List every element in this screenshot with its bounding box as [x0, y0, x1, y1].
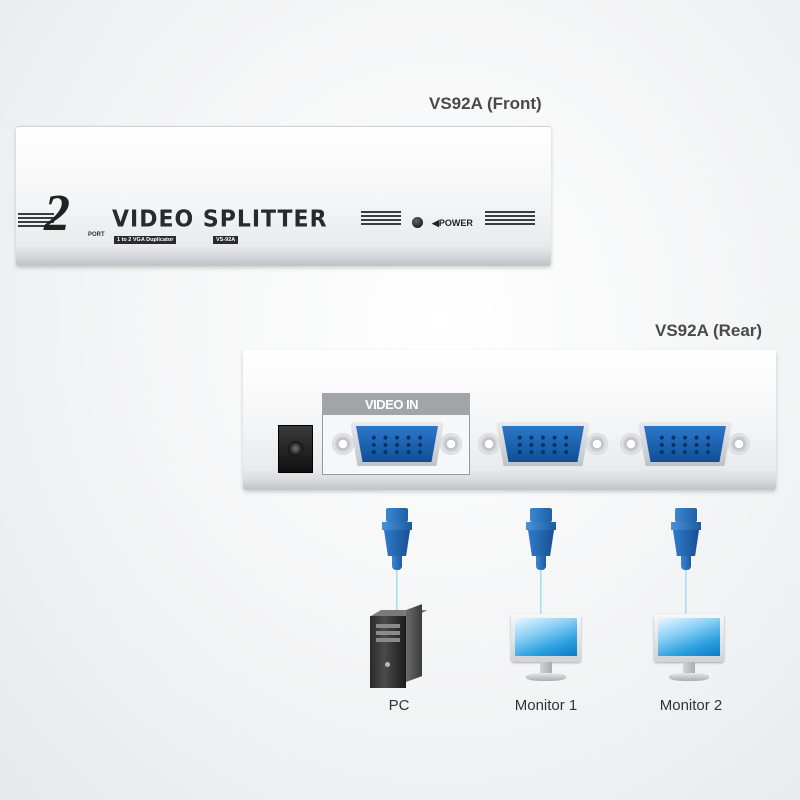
vga-port-icon [332, 422, 462, 466]
label-pc: PC [388, 697, 410, 714]
label-monitor-1: Monitor 1 [514, 697, 578, 714]
brand-title: VIDEO SPLITTER [112, 206, 328, 233]
video-in-label: VIDEO IN [365, 397, 419, 412]
cable-pc [396, 570, 398, 612]
vga-plug-icon [381, 508, 413, 570]
monitor-icon [511, 614, 581, 684]
cable-monitor-1 [540, 570, 542, 614]
rear-caption: VS92A (Rear) [655, 321, 763, 340]
label-monitor-2: Monitor 2 [659, 697, 723, 714]
tag-duplicator: 1 to 2 VGA Duplicator [114, 236, 177, 244]
pc-tower-icon [370, 604, 428, 688]
brand-number: 2 [44, 185, 70, 242]
video-in-label-bar [322, 393, 470, 415]
power-label: ◀POWER [432, 218, 473, 228]
front-panel [16, 126, 551, 266]
vga-port-icon [478, 422, 608, 466]
cable-monitor-2 [685, 570, 687, 614]
vga-plug-icon [670, 508, 702, 570]
dc-power-jack-icon [278, 425, 313, 473]
brand-port: PORT [88, 232, 105, 238]
front-caption: VS92A (Front) [429, 94, 542, 113]
monitor-icon [654, 614, 724, 684]
front-stripes-right [485, 211, 535, 225]
vga-port-icon [620, 422, 750, 466]
front-stripes-left [18, 213, 54, 227]
power-led-icon [412, 217, 423, 228]
front-stripes-mid [361, 211, 401, 225]
tag-model: VS-92A [213, 236, 239, 244]
vga-plug-icon [525, 508, 557, 570]
